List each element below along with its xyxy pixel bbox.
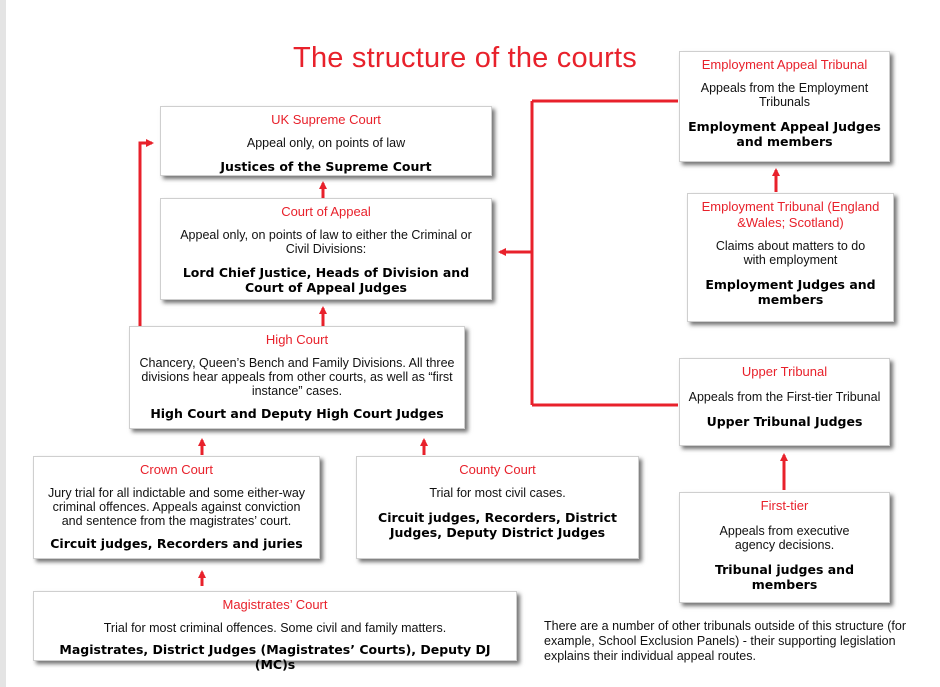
employment-appeal-tribunal-box: Employment Appeal Tribunal Appeals from … bbox=[679, 51, 890, 162]
diagram-title: The structure of the courts bbox=[293, 42, 637, 74]
court-of-appeal-box: Court of Appeal Appeal only, on points o… bbox=[160, 198, 492, 300]
county-court-judges: Circuit judges, Recorders, District Judg… bbox=[378, 510, 617, 540]
county-court-box: County Court Trial for most civil cases.… bbox=[356, 456, 639, 559]
employment-tribunal-box: Employment Tribunal (England &Wales; Sco… bbox=[687, 193, 894, 322]
crown-court-name: Crown Court bbox=[140, 462, 213, 477]
magistrates-court-name: Magistrates’ Court bbox=[222, 597, 328, 612]
magistrates-court-box: Magistrates’ Court Trial for most crimin… bbox=[33, 591, 517, 672]
upper-tribunal-judges: Upper Tribunal Judges bbox=[706, 414, 863, 429]
employment-appeal-tribunal-judges: Employment Appeal Judges and members bbox=[688, 119, 881, 149]
high-court-description: Chancery, Queen’s Bench and Family Divis… bbox=[139, 356, 455, 398]
employment-appeal-tribunal-name: Employment Appeal Tribunal bbox=[701, 57, 868, 72]
court-of-appeal-name: Court of Appeal bbox=[281, 204, 371, 219]
upper-tribunal-description: Appeals from the First-tier Tribunal bbox=[688, 390, 881, 404]
county-court-name: County Court bbox=[459, 462, 536, 477]
footnote-text: There are a number of other tribunals ou… bbox=[544, 619, 906, 663]
supreme-court-judges: Justices of the Supreme Court bbox=[220, 159, 432, 174]
crown-court-description: Jury trial for all indictable and some e… bbox=[47, 486, 306, 528]
supreme-court-box: UK Supreme Court Appeal only, on points … bbox=[160, 106, 492, 176]
page-edge bbox=[0, 0, 6, 687]
first-tier-tribunal-judges: Tribunal judges and members bbox=[714, 562, 855, 592]
magistrates-court-judges: Magistrates, District Judges (Magistrate… bbox=[59, 642, 491, 672]
crown-court-judges: Circuit judges, Recorders and juries bbox=[50, 536, 303, 551]
supreme-court-name: UK Supreme Court bbox=[271, 112, 381, 127]
high-court-box: High Court Chancery, Queen’s Bench and F… bbox=[129, 326, 465, 429]
crown-court-box: Crown Court Jury trial for all indictabl… bbox=[33, 456, 320, 559]
employment-tribunal-name: Employment Tribunal (England &Wales; Sco… bbox=[701, 199, 880, 230]
first-tier-tribunal-box: First-tier Appeals from executive agency… bbox=[679, 492, 890, 603]
court-of-appeal-description: Appeal only, on points of law to either … bbox=[180, 228, 472, 256]
supreme-court-description: Appeal only, on points of law bbox=[246, 136, 406, 150]
first-tier-tribunal-description: Appeals from executive agency decisions. bbox=[719, 524, 850, 552]
upper-tribunal-box: Upper Tribunal Appeals from the First-ti… bbox=[679, 358, 890, 446]
arrow-high-to-supreme bbox=[138, 139, 154, 326]
high-court-name: High Court bbox=[265, 332, 329, 347]
first-tier-tribunal-name: First-tier bbox=[760, 498, 809, 513]
county-court-description: Trial for most civil cases. bbox=[429, 486, 566, 500]
employment-tribunal-judges: Employment Judges and members bbox=[705, 277, 876, 307]
court-of-appeal-judges: Lord Chief Justice, Heads of Division an… bbox=[182, 265, 470, 295]
employment-appeal-tribunal-description: Appeals from the Employment Tribunals bbox=[700, 81, 869, 109]
employment-tribunal-description: Claims about matters to do with employme… bbox=[715, 239, 866, 267]
upper-tribunal-name: Upper Tribunal bbox=[741, 364, 828, 379]
high-court-judges: High Court and Deputy High Court Judges bbox=[150, 406, 444, 421]
magistrates-court-description: Trial for most criminal offences. Some c… bbox=[103, 621, 447, 635]
